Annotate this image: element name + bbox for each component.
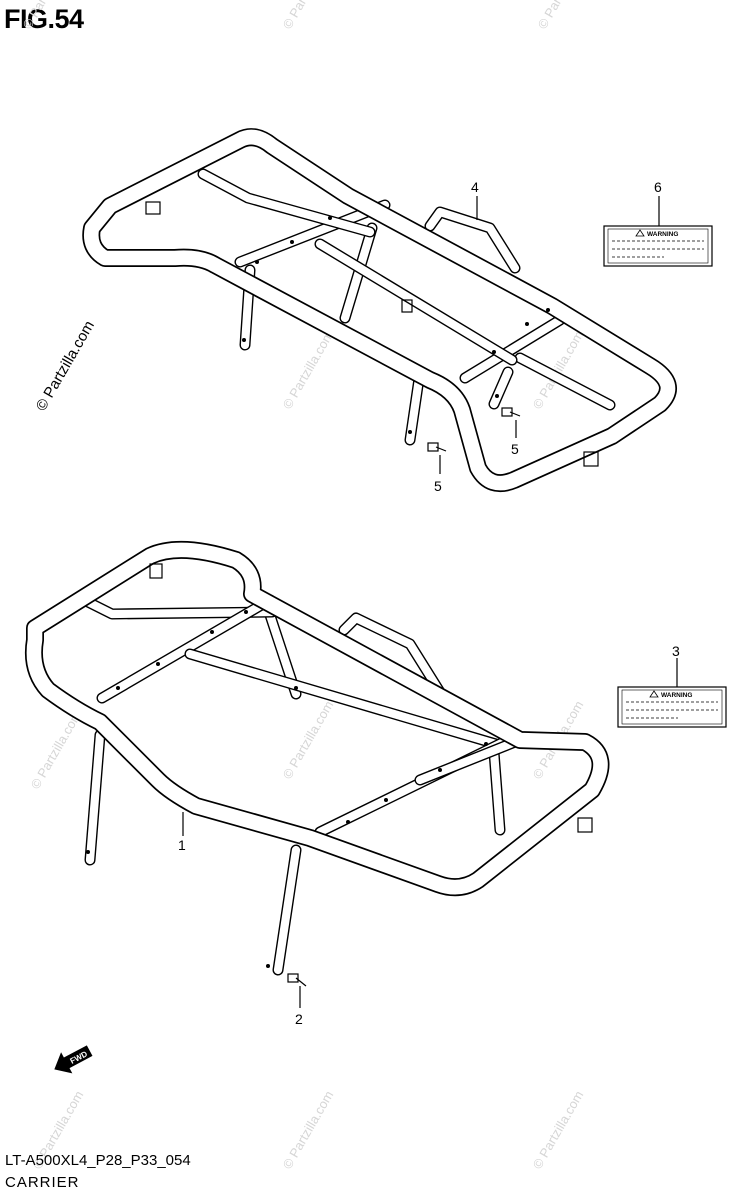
model-code: LT-A500XL4_P28_P33_054: [5, 1152, 191, 1169]
callout-5: 5: [511, 441, 519, 457]
bolt-5-upper: [501, 407, 521, 417]
leader-lines: [182, 196, 678, 1008]
rear-carrier-drawing: [82, 128, 677, 492]
watermark: © Partzilla.com: [535, 0, 592, 32]
watermark: © Partzilla.com: [280, 0, 337, 32]
watermark: © Partzilla.com: [530, 1088, 587, 1171]
watermark: © Partzilla.com: [280, 328, 337, 411]
watermark: © Partzilla.com: [280, 1088, 337, 1171]
warning-label-3: WARNING: [617, 686, 727, 728]
watermark: © Partzilla.com: [20, 0, 77, 32]
callout-6: 6: [654, 179, 662, 195]
front-carrier-drawing: [24, 540, 610, 976]
callout-4: 4: [471, 179, 479, 195]
callout-1: 1: [178, 837, 186, 853]
figure-title: FIG.54: [4, 4, 84, 34]
callout-5: 5: [434, 478, 442, 494]
callout-2: 2: [295, 1011, 303, 1027]
warning-text: WARNING: [647, 231, 678, 238]
bolt-2: [287, 973, 307, 987]
callout-3: 3: [672, 643, 680, 659]
bolt-5-lower: [427, 442, 447, 452]
figure-caption: CARRIER: [5, 1174, 80, 1191]
watermark-left: © Partzilla.com: [33, 318, 98, 414]
forward-arrow-icon: FWD: [54, 1045, 93, 1074]
watermark: © Partzilla.com: [28, 708, 85, 791]
watermark: © Partzilla.com: [280, 698, 337, 781]
warning-label-6: WARNING: [603, 225, 713, 267]
warning-text: WARNING: [661, 692, 692, 699]
